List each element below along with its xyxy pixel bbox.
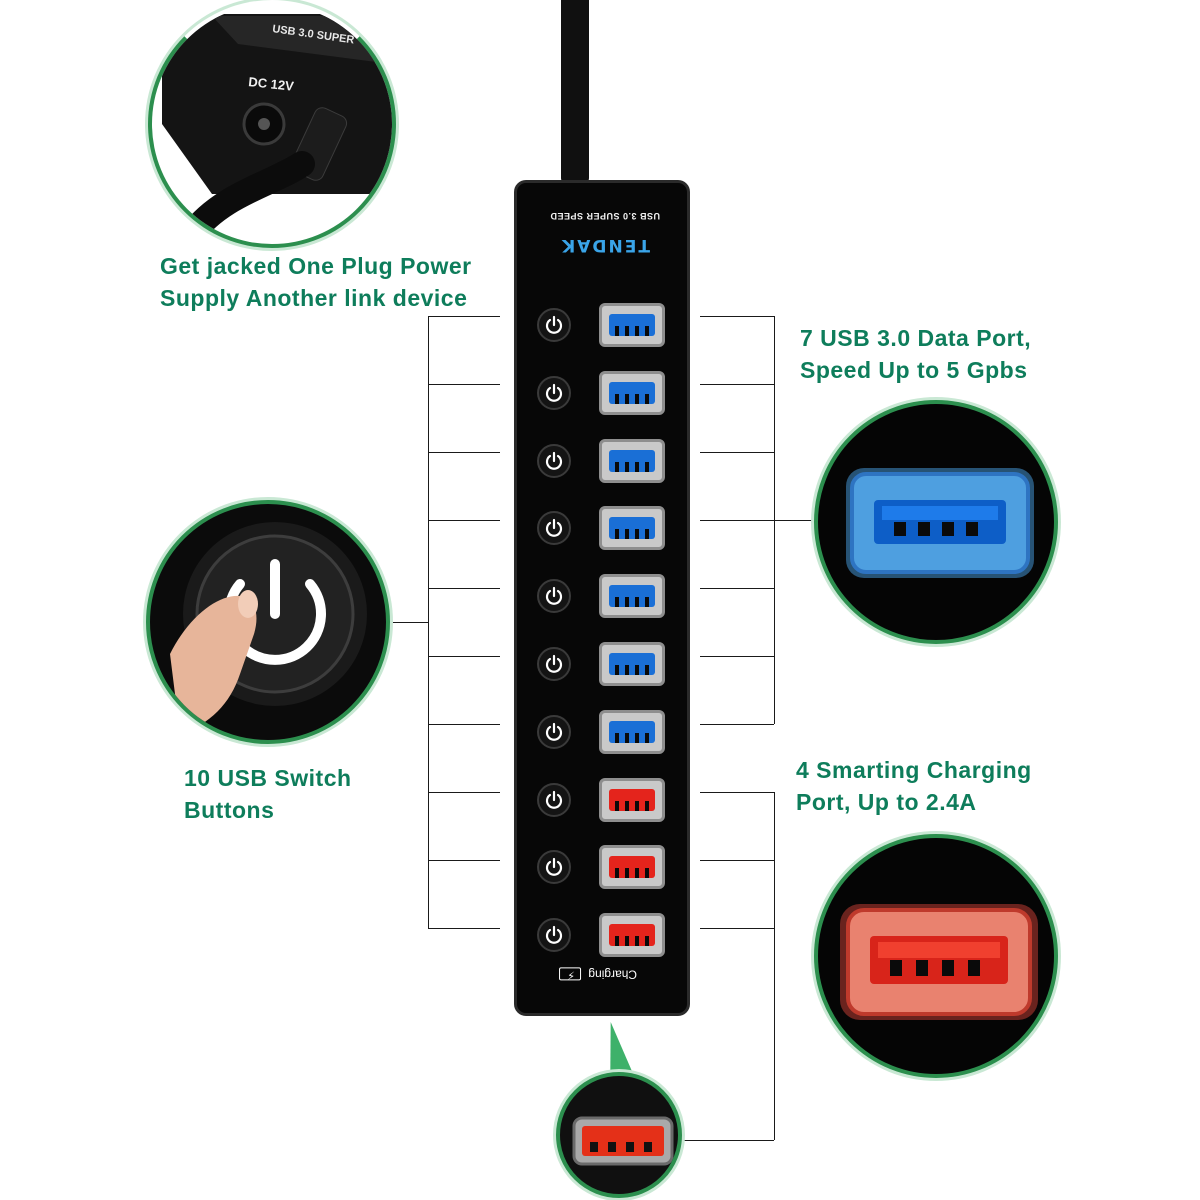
power-icon [545, 858, 563, 877]
power-icon [545, 383, 563, 402]
caption-power-supply: Get jacked One Plug Power Supply Another… [160, 250, 472, 314]
power-switch-button[interactable] [537, 782, 571, 817]
leader-line [700, 792, 774, 793]
usb-data-port[interactable] [599, 303, 665, 347]
zoom-power-jack: USB 3.0 SUPER DC 12V [148, 0, 396, 248]
leader-line [428, 792, 500, 793]
leader-line [700, 588, 774, 589]
leader-line [700, 724, 774, 725]
leader-line [428, 316, 429, 928]
caption-charge-line-2: Port, Up to 2.4A [796, 789, 977, 815]
leader-line [428, 588, 500, 589]
zoom-charging-port [814, 834, 1058, 1078]
small-charging-port-illustration [572, 1116, 674, 1166]
leader-line [390, 622, 428, 623]
leader-line [774, 520, 816, 521]
usb-data-port[interactable] [599, 370, 665, 415]
caption-data-line-2: Speed Up to 5 Gpbs [800, 357, 1028, 383]
power-switch-button[interactable] [537, 714, 571, 749]
power-icon [545, 790, 563, 809]
power-switch-button[interactable] [537, 511, 571, 546]
hub-charging-label: Charging ⚡ [559, 967, 637, 981]
leader-line [684, 1140, 774, 1141]
charging-port-illustration [840, 904, 1038, 1020]
usb-data-port[interactable] [599, 642, 665, 686]
hub-port-row [517, 436, 693, 486]
power-cable [561, 0, 589, 184]
leader-line [428, 928, 500, 929]
dc-12v-label: DC 12V [248, 74, 295, 94]
power-switch-button[interactable] [537, 579, 571, 614]
usb-data-port[interactable] [599, 574, 665, 619]
hub-port-row [517, 910, 693, 960]
hub-port-row [517, 775, 693, 825]
zoom-charging-port-small [556, 1072, 682, 1198]
hub-brand-logo: TENDAK [560, 235, 650, 255]
hub-port-row [517, 639, 693, 689]
caption-switch-line-2: Buttons [184, 797, 275, 823]
leader-line [700, 452, 774, 453]
power-jack-illustration: USB 3.0 SUPER DC 12V [162, 14, 392, 244]
leader-line [428, 656, 500, 657]
usb-charging-port[interactable] [599, 845, 665, 890]
leader-line [700, 316, 774, 317]
caption-data-line-1: 7 USB 3.0 Data Port, [800, 325, 1032, 351]
leader-line [428, 860, 500, 861]
zoom-switch-button [146, 500, 390, 744]
hub-port-row [517, 571, 693, 621]
power-icon [545, 519, 563, 538]
leader-line [774, 792, 775, 1140]
finger-image [170, 595, 257, 734]
caption-charge-line-1: 4 Smarting Charging [796, 757, 1032, 783]
leader-line [700, 656, 774, 657]
data-port-illustration [846, 468, 1034, 578]
caption-power-line-2: Supply Another link device [160, 285, 468, 311]
hub-port-row [517, 707, 693, 757]
leader-line [700, 520, 774, 521]
caption-switch-line-1: 10 USB Switch [184, 765, 352, 791]
leader-line [700, 860, 774, 861]
power-switch-button[interactable] [537, 850, 571, 885]
usb-hub: USB 3.0 SUPER SPEED TENDAK Charging ⚡ [514, 180, 690, 1016]
charging-callout-pointer [599, 1022, 633, 1072]
charging-label-text: Charging [588, 967, 638, 982]
leader-line [428, 520, 500, 521]
usb-data-port[interactable] [599, 506, 665, 551]
power-switch-button[interactable] [537, 308, 571, 342]
caption-data-ports: 7 USB 3.0 Data Port, Speed Up to 5 Gpbs [800, 322, 1031, 386]
power-icon [545, 722, 563, 741]
power-icon [545, 654, 563, 673]
dc-cable [179, 151, 315, 244]
hub-port-row [517, 503, 693, 553]
leader-line [428, 316, 500, 317]
hub-port-row [517, 368, 693, 418]
caption-switch-buttons: 10 USB Switch Buttons [184, 762, 352, 826]
caption-charging-ports: 4 Smarting Charging Port, Up to 2.4A [796, 754, 1032, 818]
leader-line [700, 928, 774, 929]
power-switch-button[interactable] [537, 443, 571, 478]
power-icon [545, 587, 563, 605]
touch-switch-illustration [170, 522, 367, 734]
power-switch-button[interactable] [537, 375, 571, 410]
leader-line [428, 384, 500, 385]
usb-charging-port[interactable] [599, 913, 665, 958]
zoom-data-port [814, 400, 1058, 644]
power-switch-button[interactable] [537, 647, 571, 681]
caption-power-line-1: Get jacked One Plug Power [160, 253, 472, 279]
battery-icon: ⚡ [559, 967, 581, 980]
leader-line [428, 724, 500, 725]
power-icon [545, 315, 563, 334]
hub-port-row [517, 842, 693, 892]
power-icon [545, 926, 563, 944]
power-icon [545, 451, 563, 470]
usb-data-port[interactable] [599, 709, 665, 754]
usb-data-port[interactable] [599, 438, 665, 483]
leader-line [428, 452, 500, 453]
leader-line [700, 384, 774, 385]
hub-port-row [517, 300, 693, 350]
usb-charging-port[interactable] [599, 777, 665, 822]
power-switch-button[interactable] [537, 918, 571, 953]
hub-tagline: USB 3.0 SUPER SPEED [549, 211, 661, 221]
